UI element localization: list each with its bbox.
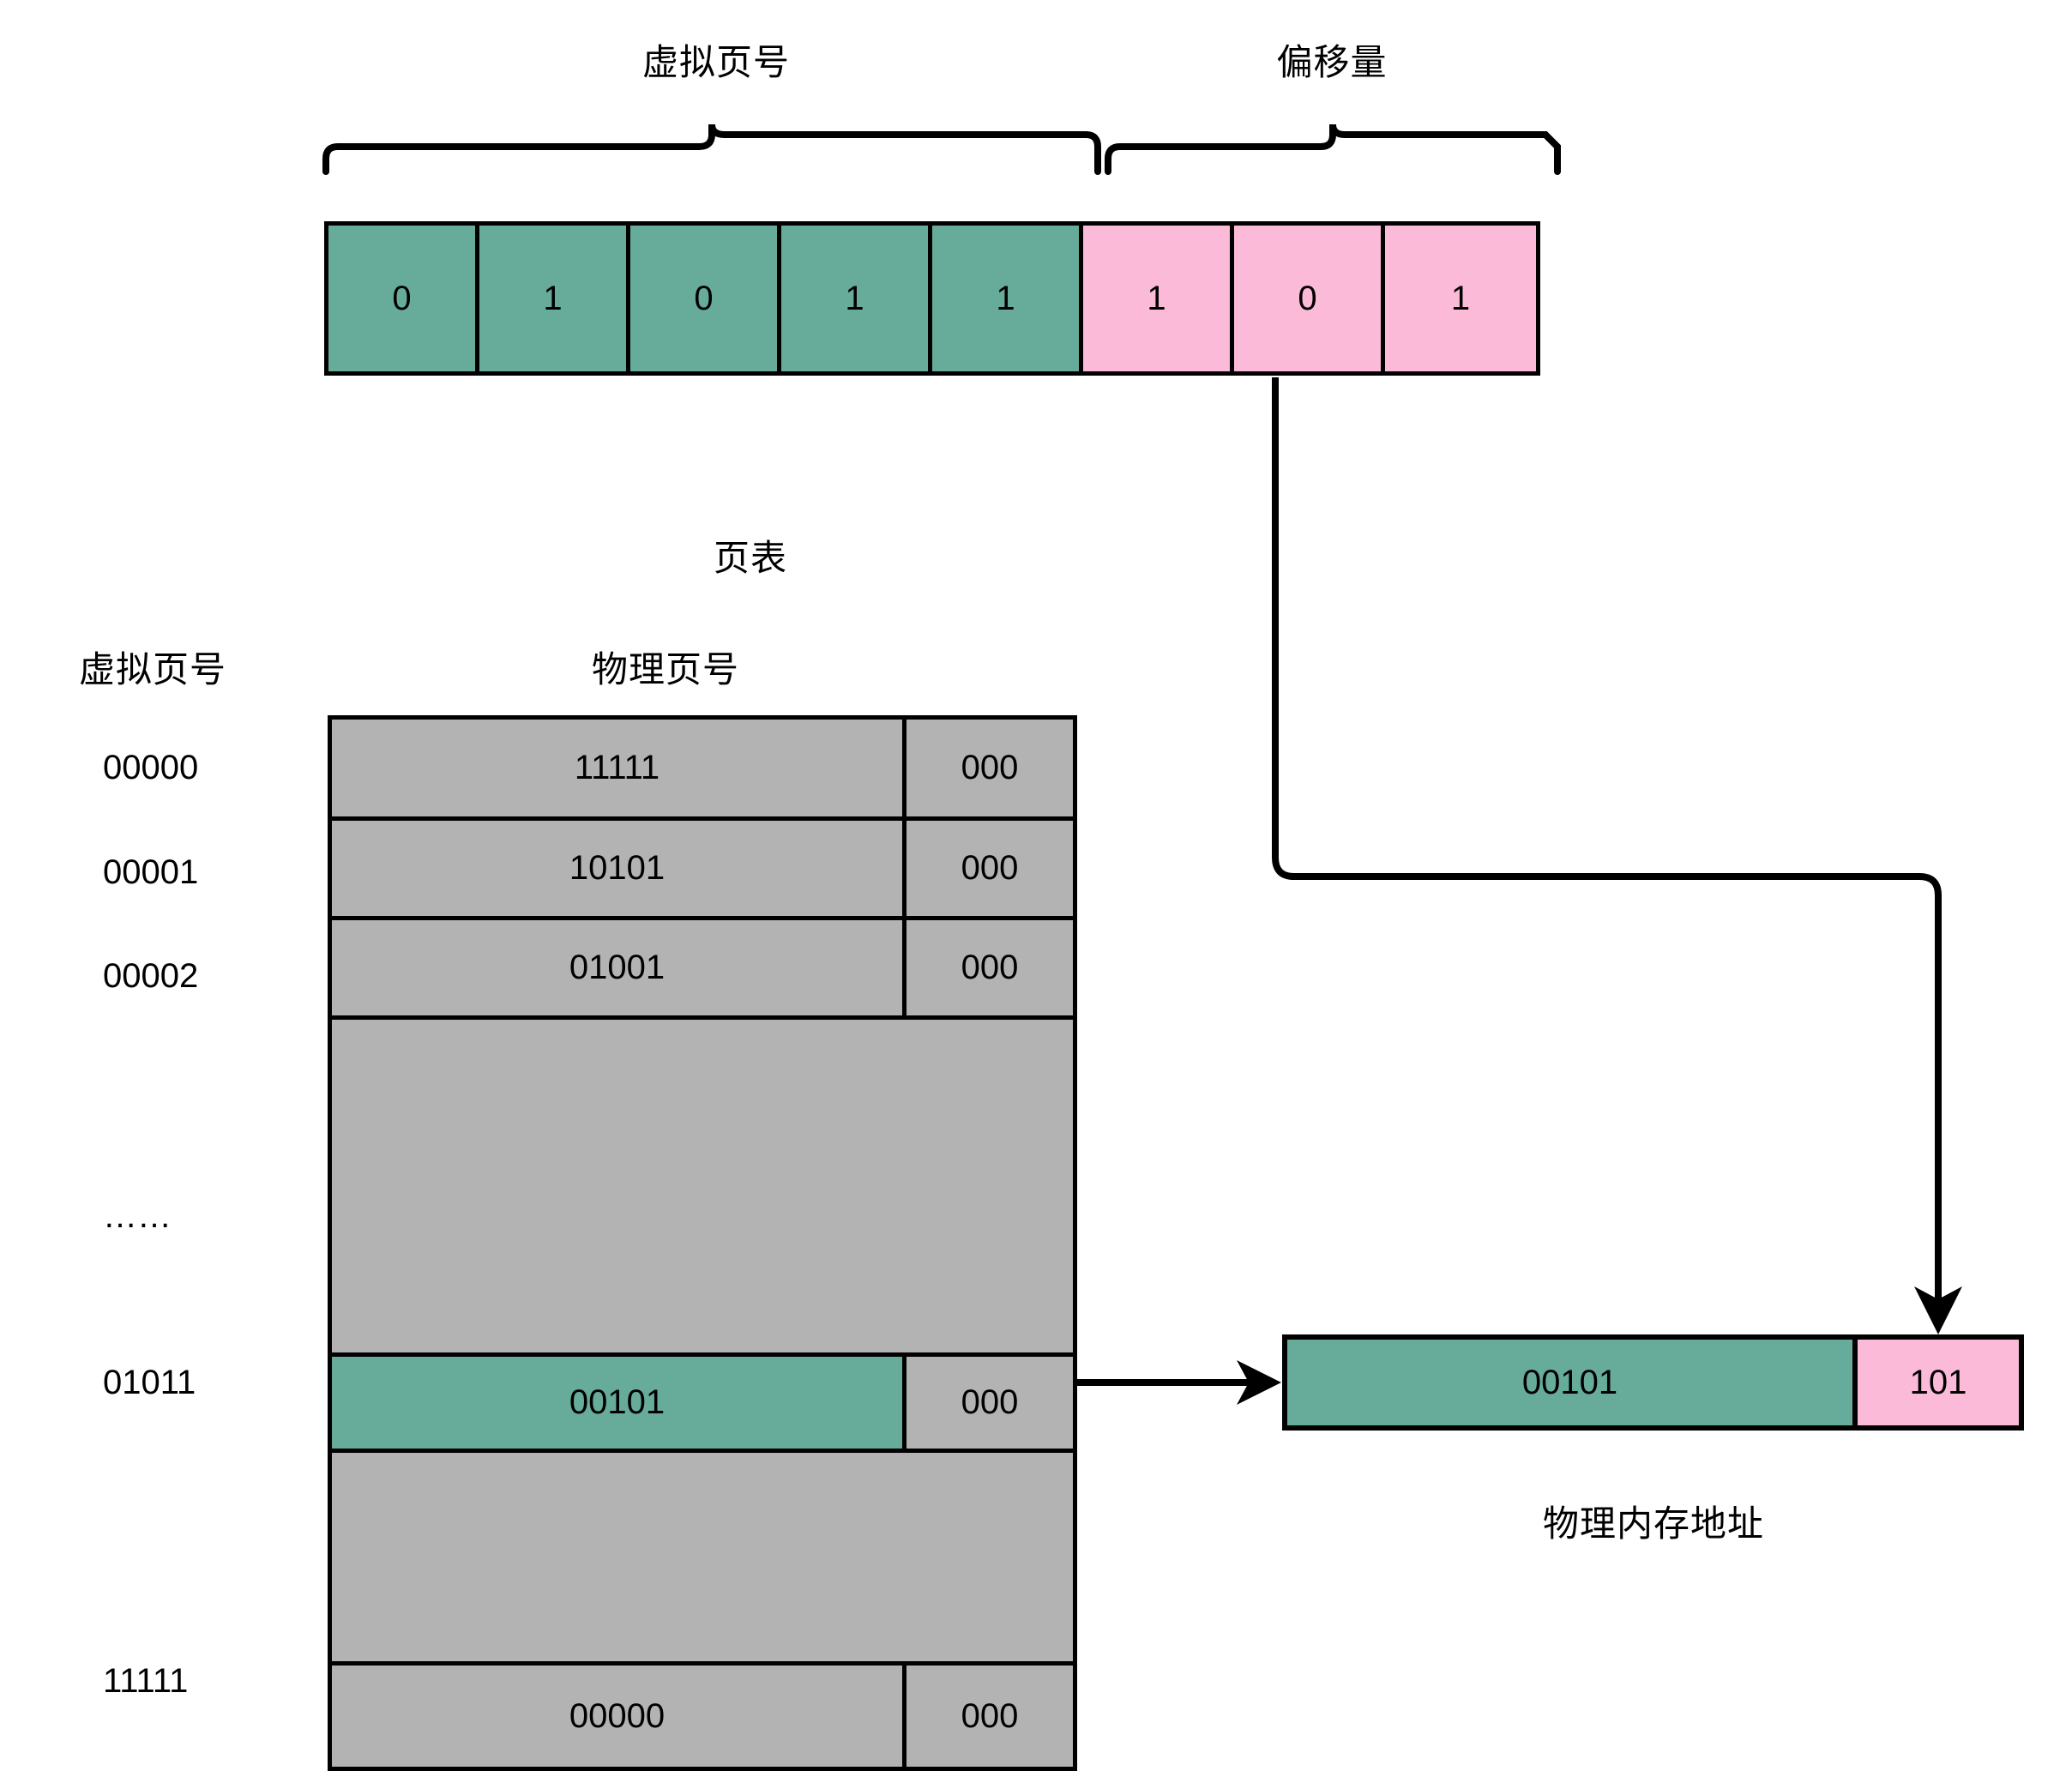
vpn-brace bbox=[322, 123, 1101, 175]
offset-bit-2: 1 bbox=[1385, 226, 1536, 371]
physical-frame-number: 00101 bbox=[1287, 1340, 1858, 1425]
table-row-gap bbox=[332, 1453, 1073, 1666]
cell-pad: 000 bbox=[961, 749, 1019, 786]
table-row[interactable]: 01001 000 bbox=[332, 920, 1073, 1020]
vpn-bit-1: 1 bbox=[479, 226, 630, 371]
cell-pad: 000 bbox=[961, 1383, 1019, 1421]
vpn-row-label-ellipsis: …… bbox=[103, 1197, 172, 1235]
vpn-bit-4: 1 bbox=[932, 226, 1083, 371]
vpn-row-label-00001: 00001 bbox=[103, 853, 199, 891]
table-row[interactable]: 00000 000 bbox=[332, 1666, 1073, 1767]
table-row-selected[interactable]: 00101 000 bbox=[332, 1357, 1073, 1453]
cell-physical-page bbox=[332, 1020, 906, 1352]
vpn-row-label-00000: 00000 bbox=[103, 749, 199, 786]
cell-physical-page: 11111 bbox=[332, 720, 906, 816]
physical-address-box: 00101 101 bbox=[1282, 1334, 2024, 1431]
offset-brace bbox=[1105, 123, 1561, 175]
cell-pad: 000 bbox=[961, 1696, 1019, 1735]
vpn-bit-3: 1 bbox=[781, 226, 932, 371]
cell-physical-page-selected: 00101 bbox=[332, 1357, 906, 1449]
vpn-bit-2: 0 bbox=[630, 226, 781, 371]
physical-offset: 101 bbox=[1858, 1340, 2019, 1425]
cell-pad: 000 bbox=[961, 949, 1019, 986]
table-row[interactable]: 11111 000 bbox=[332, 720, 1073, 821]
column-header-virtual-page: 虚拟页号 bbox=[79, 649, 227, 690]
cell-physical-page: 00000 bbox=[332, 1666, 906, 1767]
cell-pad: 000 bbox=[961, 849, 1019, 887]
table-row-gap bbox=[332, 1020, 1073, 1357]
physical-address-label: 物理内存地址 bbox=[1542, 1503, 1765, 1544]
offset-connector-arrowhead bbox=[1914, 1286, 1962, 1334]
cell-physical-page bbox=[332, 1453, 906, 1661]
offset-title: 偏移量 bbox=[1276, 42, 1388, 82]
virtual-page-number-title: 虚拟页号 bbox=[641, 42, 791, 82]
cell-physical-page: 10101 bbox=[332, 821, 906, 916]
virtual-address-bitrow: 0 1 0 1 1 1 0 1 bbox=[324, 221, 1540, 376]
vpn-row-label-00002: 00002 bbox=[103, 957, 199, 995]
vpn-row-label-11111: 11111 bbox=[103, 1662, 189, 1700]
vpn-bit-0: 0 bbox=[328, 226, 479, 371]
table-row[interactable]: 10101 000 bbox=[332, 821, 1073, 920]
cell-physical-page: 01001 bbox=[332, 920, 906, 1015]
offset-connector-line bbox=[1272, 377, 1942, 1312]
page-table: 11111 000 10101 000 01001 000 00101 000 … bbox=[328, 715, 1077, 1771]
frame-connector-arrowhead bbox=[1237, 1360, 1281, 1405]
vpn-row-label-01011: 01011 bbox=[103, 1364, 196, 1401]
column-header-physical-page: 物理页号 bbox=[592, 649, 740, 690]
cell-pad bbox=[906, 1453, 1073, 1661]
cell-pad bbox=[906, 1020, 1073, 1352]
offset-bit-0: 1 bbox=[1083, 226, 1234, 371]
page-table-title: 页表 bbox=[713, 538, 788, 578]
offset-bit-1: 0 bbox=[1234, 226, 1385, 371]
